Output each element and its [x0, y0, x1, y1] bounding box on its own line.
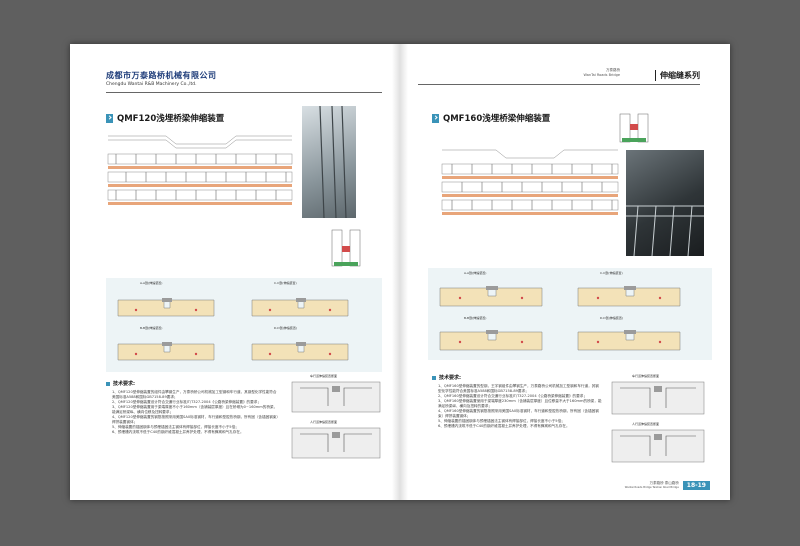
- joint-cross-section-details: 车行道伸缩装置断面 人行道伸缩装置断面: [610, 374, 706, 470]
- tech-requirements-title: 技术要求:: [432, 374, 461, 381]
- section-label-cc: C-C剖(伸缩装置): [274, 281, 297, 285]
- footer-brand-en: Wantai Roads Bridge Taishan Road Bridge: [624, 485, 679, 489]
- section-label-aa: A-A剖(伸缩装置): [464, 271, 487, 275]
- series-title: 伸缩缝系列: [655, 70, 700, 81]
- tech-paragraph: 2、QMF120型伸缩装置设计符合交通行业标准JT/T327-2004《公路桥梁…: [112, 400, 261, 404]
- installation-photo: [626, 150, 704, 257]
- tech-paragraph: 4、QMF160型伸缩装置的钢筋按照采用美国SA0标准钢材，车行道和型腔热桥钢，…: [438, 409, 599, 418]
- detail-label-road: 车行道伸缩装置断面: [310, 374, 338, 378]
- brochure-spread: 成都市万泰路桥机械有限公司 Chengdu Wantai R&B Machine…: [70, 44, 730, 500]
- series-subtitle: 万泰路桥 WanTai Roads Bridge: [583, 68, 620, 77]
- tech-paragraph: 3、QMF120型伸缩装置用于梁端厚度不小于160mm（含铺装层厚度）且在桥墩为…: [112, 405, 278, 414]
- bullet-square-icon: [106, 381, 110, 386]
- tech-requirements-title: 技术要求:: [106, 380, 135, 387]
- right-page: 万泰路桥 WanTai Roads Bridge 伸缩缝系列 QMF160浅埋桥…: [400, 44, 730, 500]
- chevron-right-icon: [432, 113, 439, 123]
- detail-label-walk: 人行道伸缩装置断面: [632, 422, 660, 426]
- company-name-cn: 成都市万泰路桥机械有限公司: [106, 71, 217, 80]
- tech-paragraph: 1、QMF160型伸缩装置的型钢，王字钢组件由攀钢生产，万泰路桥公司机械加工型钢…: [438, 384, 599, 393]
- section-label-dd: D-D剖(伸缩装置): [274, 326, 298, 330]
- bullet-square-icon: [432, 375, 436, 380]
- plan-elevation-drawing: [107, 135, 293, 205]
- header-divider: [418, 84, 700, 85]
- section-drawings-band: A-A剖(伸缩装置) C-C剖(伸缩装置) B-B剖(伸缩装置) D-D剖(伸缩…: [428, 268, 712, 360]
- plan-elevation-drawing: [441, 149, 619, 215]
- anchor-detail-drawing: [619, 113, 649, 143]
- footer-brand-cn: 万泰路桥 泰山路桥: [649, 481, 679, 485]
- header-divider: [106, 92, 382, 93]
- section-label-bb: B-B剖(伸缩装置): [140, 326, 163, 330]
- detail-label-walk: 人行道伸缩装置断面: [310, 420, 338, 424]
- page-number: 18-19: [682, 481, 710, 490]
- company-name-en: Chengdu Wantai R&B Machinery Co.,ltd.: [106, 82, 197, 87]
- section-title-qmf120: QMF120浅埋桥梁伸缩装置: [106, 112, 224, 124]
- tech-paragraph: 6、预埋槽内浇筑不低于C40的钢纤维混凝土并养护处理，不得有蜂窝和气孔存在。: [112, 430, 244, 434]
- section-label-dd: D-D剖(伸缩装置): [600, 316, 624, 320]
- tech-paragraph: 6、预埋槽内浇筑不低于C40的钢纤维混凝土并养护处理，不得有蜂窝和气孔存在。: [438, 424, 570, 428]
- tech-paragraph: 5、伸缩装置的锚固钢体与预埋锚固法主钢体有焊接部位，焊接长度不小于5倍；: [112, 425, 239, 429]
- section-title-qmf160: QMF160浅埋桥梁伸缩装置: [432, 112, 550, 124]
- page-footer: 万泰路桥 泰山路桥 Wantai Roads Bridge Taishan Ro…: [625, 481, 710, 490]
- section-label-cc: C-C剖(伸缩装置): [600, 271, 623, 275]
- section-label-bb: B-B剖(伸缩装置): [464, 316, 487, 320]
- joint-cross-section-details: 车行道伸缩装置断面 人行道伸缩装置断面: [290, 374, 382, 464]
- book-gutter-shadow: [392, 44, 408, 500]
- chevron-right-icon: [106, 113, 113, 123]
- tech-paragraph: 1、QMF120型伸缩装置的组件由攀钢生产，万泰桥桥公司机械加工型钢和车行道，其…: [112, 390, 277, 399]
- anchor-detail-drawing: [331, 229, 361, 267]
- tech-paragraphs: 1、QMF120型伸缩装置的组件由攀钢生产，万泰桥桥公司机械加工型钢和车行道，其…: [112, 390, 280, 435]
- tech-paragraph: 5、伸缩装置的锚固钢体与预埋锚固法主钢体有焊接部位，焊接长度不小于5倍；: [438, 419, 565, 423]
- left-page: 成都市万泰路桥机械有限公司 Chengdu Wantai R&B Machine…: [70, 44, 400, 500]
- installation-photo: [302, 105, 356, 219]
- tech-paragraph: 2、QMF160型伸缩装置设计符合交通行业标准JT/T327-2004《公路桥梁…: [438, 394, 587, 398]
- tech-paragraph: 4、QMF120型伸缩装置的钢筋按照采用美国SA0标准钢材，车行道和型腔热桥钢，…: [112, 415, 280, 424]
- section-drawings-band: A-A剖(伸缩装置) C-C剖(伸缩装置) B-B剖(伸缩装置) D-D剖(伸缩…: [106, 278, 382, 372]
- tech-paragraphs: 1、QMF160型伸缩装置的型钢，王字钢组件由攀钢生产，万泰路桥公司机械加工型钢…: [438, 384, 602, 429]
- detail-label-road: 车行道伸缩装置断面: [632, 374, 660, 378]
- tech-paragraph: 3、QMF160型伸缩装置使用于梁端厚度230mm（含铺装层厚度）且位移量不大于…: [438, 399, 602, 408]
- section-label-aa: A-A剖(伸缩装置): [140, 281, 163, 285]
